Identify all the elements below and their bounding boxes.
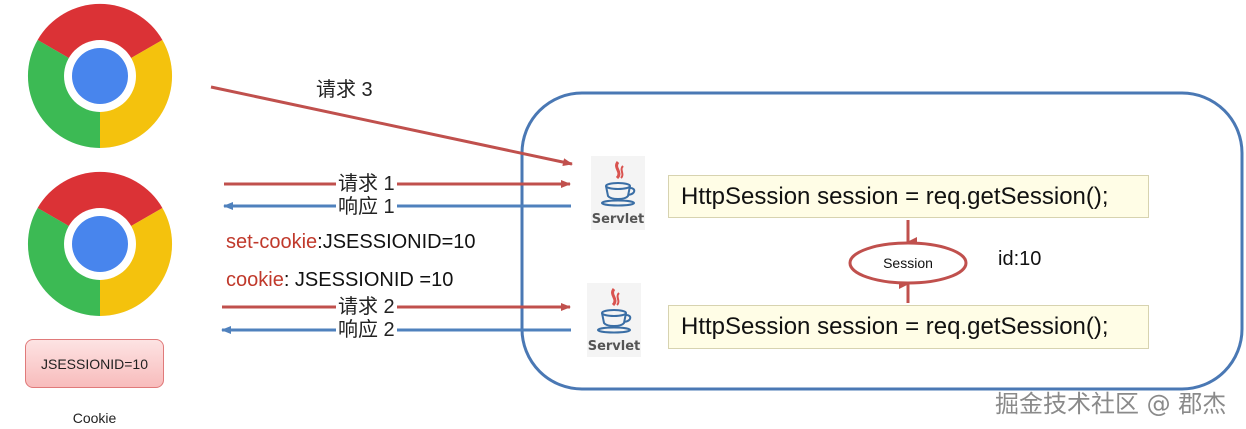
request1-label: 请求 1 [336,173,397,195]
code-box-top: HttpSession session = req.getSession(); [668,175,1149,218]
cookie-chip: JSESSIONID=10 [25,339,164,388]
cookie-header: cookie: JSESSIONID =10 [226,269,453,292]
chrome-browser-icon-top [27,3,173,149]
code-line-bottom: HttpSession session = req.getSession(); [681,313,1109,340]
servlet-label-bottom: Servlet [587,339,641,354]
code-box-bottom: HttpSession session = req.getSession(); [668,305,1149,349]
cookie-chip-text: JSESSIONID=10 [41,355,148,372]
cookie-key: cookie [226,269,284,291]
server-container [520,91,1244,391]
request3-label: 请求 3 [314,79,375,101]
cookie-caption: Cookie [72,410,117,426]
watermark: 掘金技术社区 @ 郡杰 [995,390,1227,418]
code-line-top: HttpSession session = req.getSession(); [681,182,1109,210]
set-cookie-header: set-cookie:JSESSIONID=10 [226,231,476,254]
session-ellipse [848,241,968,285]
set-cookie-value: :JSESSIONID=10 [317,231,476,253]
cookie-value: : JSESSIONID =10 [283,269,454,291]
response1-label: 响应 1 [336,196,397,218]
servlet-label-top: Servlet [591,212,645,227]
request2-label: 请求 2 [336,296,397,318]
session-id-label: id:10 [998,248,1042,270]
set-cookie-key: set-cookie [226,231,318,253]
servlet-java-icon-bottom: Servlet [587,283,641,357]
response2-label: 响应 2 [336,319,397,341]
servlet-java-icon-top: Servlet [591,156,645,230]
java-cup-icon [597,288,632,334]
request3-arrow [210,85,573,167]
chrome-browser-icon-bottom [27,171,173,317]
session-label: Session [883,255,933,271]
java-cup-icon [601,161,636,207]
